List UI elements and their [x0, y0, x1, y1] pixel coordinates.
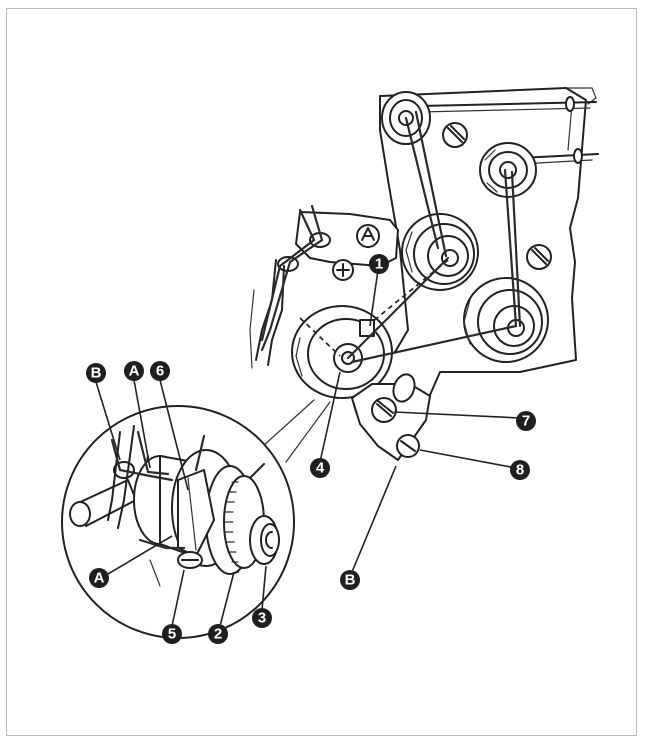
svg-text:A: A	[94, 570, 105, 587]
svg-text:1: 1	[375, 256, 383, 273]
callout-5: 5	[162, 624, 182, 644]
bracket-screw-lower	[396, 434, 420, 458]
tension-disc-upper	[401, 213, 479, 291]
svg-text:3: 3	[258, 610, 266, 627]
callout-7: 7	[516, 411, 536, 431]
plus-screw-icon	[332, 259, 354, 281]
callout-a-bottom: A	[89, 568, 109, 588]
plate-screw-right	[526, 244, 552, 270]
screw-slot-icon	[371, 397, 397, 423]
callout-1: 1	[369, 254, 389, 274]
svg-text:6: 6	[156, 363, 164, 380]
figure-frame	[6, 8, 637, 736]
svg-text:B: B	[345, 572, 356, 589]
callout-4: 4	[310, 458, 330, 478]
callout-6: 6	[150, 361, 170, 381]
svg-text:7: 7	[522, 413, 530, 430]
callout-a-top: A	[124, 361, 144, 381]
svg-text:B: B	[91, 365, 102, 382]
callout-b-top: B	[86, 363, 106, 383]
pulley-top-right	[479, 142, 537, 198]
svg-text:5: 5	[168, 626, 176, 643]
callout-3: 3	[252, 608, 272, 628]
tension-disc-lower	[463, 277, 549, 363]
callout-2: 2	[208, 624, 228, 644]
callout-8: 8	[510, 460, 530, 480]
plate-screw-upper	[442, 122, 468, 148]
thread-guide-eyelet	[356, 224, 380, 248]
magnified-detail	[61, 405, 295, 639]
svg-text:A: A	[129, 363, 140, 380]
callout-b-bottom: B	[340, 570, 360, 590]
svg-text:2: 2	[214, 626, 222, 643]
svg-text:4: 4	[316, 460, 325, 477]
svg-text:8: 8	[516, 462, 524, 479]
